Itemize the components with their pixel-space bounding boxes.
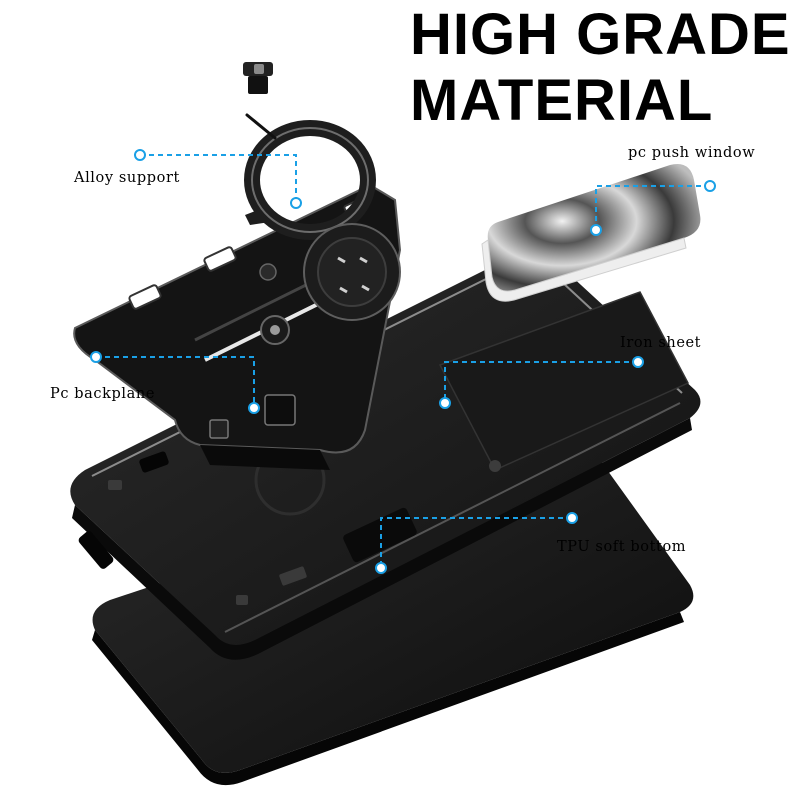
alloy-support-end-dots: [134, 149, 302, 209]
pin-part: [245, 113, 277, 140]
alloy-support-ring: [244, 120, 401, 345]
tpu-soft-bottom-label: TPU soft bottom: [557, 539, 687, 555]
pc-push-window-label: pc push window: [628, 145, 756, 161]
pc-push-window-leader: [595, 185, 710, 230]
case-body: [70, 250, 701, 660]
iron-sheet-leader: [444, 361, 638, 403]
iron-sheet-end-dots: [439, 356, 644, 409]
callout-dots: [90, 149, 716, 574]
callout-lines: [96, 154, 710, 568]
pc-backplane-end-dots: [90, 351, 260, 414]
alloy-support-label: Alloy support: [74, 170, 180, 186]
pc-backplane-label: Pc backplane: [50, 386, 156, 402]
pc-push-window-end-dots: [590, 180, 716, 236]
headline-line-2: MATERIAL: [410, 68, 714, 133]
pc-backplane-leader: [96, 356, 255, 408]
iron-sheet-label: Iron sheet: [620, 335, 702, 351]
headline-line-1: HIGH GRADE: [410, 2, 791, 67]
tpu-soft-bottom-leader: [380, 517, 572, 568]
screw-part: [243, 62, 273, 94]
alloy-support-leader: [140, 154, 297, 203]
tpu-soft-bottom-layer: [92, 447, 694, 786]
tpu-soft-bottom-end-dots: [375, 512, 578, 574]
